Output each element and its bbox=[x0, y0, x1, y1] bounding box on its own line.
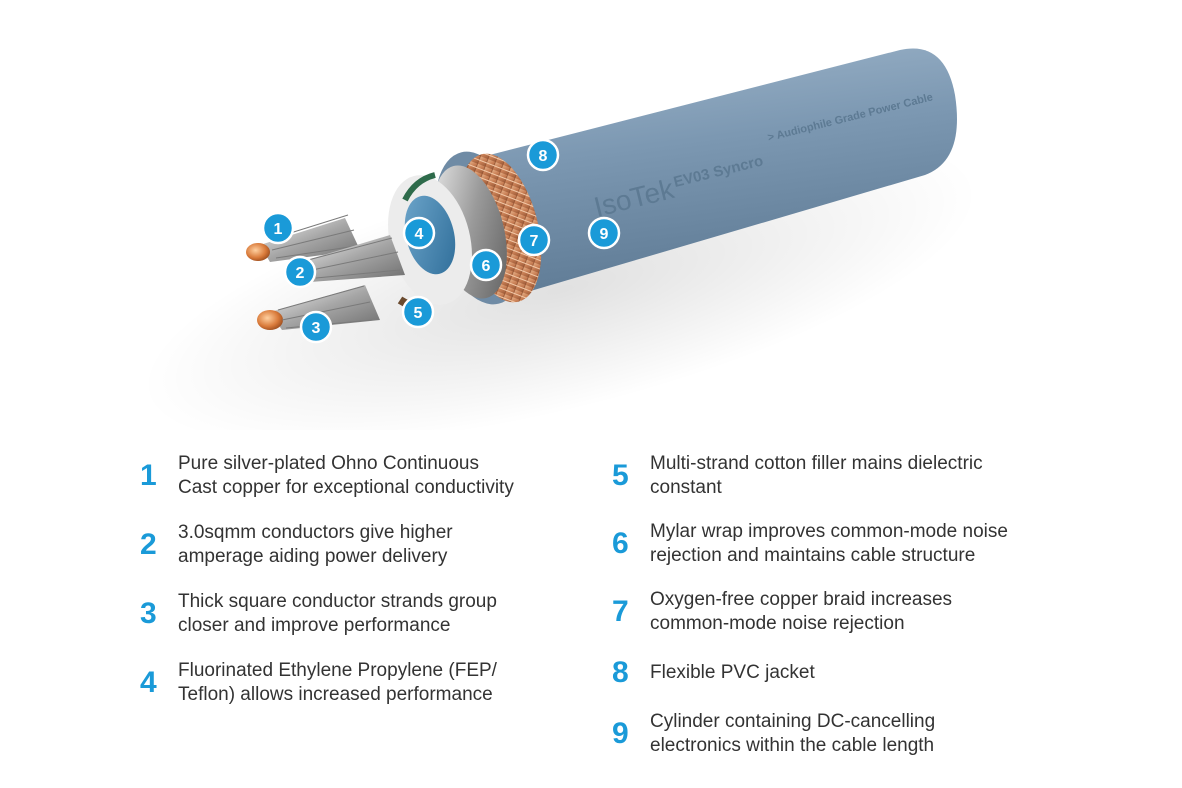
svg-text:2: 2 bbox=[296, 265, 305, 282]
legend-item-8: 8 Flexible PVC jacket bbox=[612, 656, 1072, 690]
svg-text:4: 4 bbox=[415, 226, 424, 243]
callout-7: 7 bbox=[517, 223, 551, 257]
legend-text: Thick square conductor strands group clo… bbox=[178, 591, 497, 636]
legend-item-9: 9 Cylinder containing DC-cancelling elec… bbox=[612, 710, 1072, 758]
legend-text: Mylar wrap improves common-mode noise re… bbox=[650, 521, 1008, 566]
legend-item-3: 3 Thick square conductor strands group c… bbox=[140, 590, 580, 638]
callout-2: 2 bbox=[283, 255, 317, 289]
conductor-1 bbox=[246, 214, 360, 262]
legend-number: 4 bbox=[140, 666, 157, 699]
svg-text:3: 3 bbox=[312, 320, 321, 337]
legend-item-1: 1 Pure silver-plated Ohno Continuous Cas… bbox=[140, 452, 580, 500]
svg-text:9: 9 bbox=[600, 226, 609, 243]
legend-item-6: 6 Mylar wrap improves common-mode noise … bbox=[612, 520, 1072, 568]
legend-number: 3 bbox=[140, 597, 157, 630]
legend-text: Oxygen-free copper braid increases commo… bbox=[650, 589, 953, 634]
legend-number: 7 bbox=[612, 595, 629, 628]
legend-text: Flexible PVC jacket bbox=[650, 662, 815, 683]
callout-1: 1 bbox=[261, 211, 295, 245]
svg-text:6: 6 bbox=[482, 258, 491, 275]
svg-text:8: 8 bbox=[539, 148, 548, 165]
svg-text:1: 1 bbox=[274, 221, 283, 238]
legend-item-4: 4 Fluorinated Ethylene Propylene (FEP/ T… bbox=[140, 659, 580, 707]
legend-number: 1 bbox=[140, 459, 157, 492]
legend-item-5: 5 Multi-strand cotton filler mains diele… bbox=[612, 452, 1072, 500]
legend-text: 3.0sqmm conductors give higher amperage … bbox=[178, 522, 453, 567]
callout-4: 4 bbox=[402, 216, 436, 250]
legend-number: 5 bbox=[612, 459, 629, 492]
svg-text:5: 5 bbox=[414, 305, 423, 322]
callout-8: 8 bbox=[526, 138, 560, 172]
callout-3: 3 bbox=[299, 310, 333, 344]
legend-text: Multi-strand cotton filler mains dielect… bbox=[650, 453, 983, 498]
svg-text:7: 7 bbox=[530, 233, 539, 250]
legend-number: 9 bbox=[612, 717, 629, 750]
cable-cutaway-illustration: IsoTek EV03 Syncro > Audiophile Grade Po… bbox=[141, 48, 979, 430]
legend-right-column: 5 Multi-strand cotton filler mains diele… bbox=[612, 452, 1072, 778]
legend-number: 2 bbox=[140, 528, 157, 561]
legend-text: Cylinder containing DC-cancelling electr… bbox=[650, 711, 936, 756]
callout-6: 6 bbox=[469, 248, 503, 282]
legend-item-7: 7 Oxygen-free copper braid increases com… bbox=[612, 588, 1072, 636]
callout-5: 5 bbox=[401, 295, 435, 329]
legend-text: Fluorinated Ethylene Propylene (FEP/ Tef… bbox=[178, 660, 497, 705]
callout-9: 9 bbox=[587, 216, 621, 250]
legend-item-2: 2 3.0sqmm conductors give higher amperag… bbox=[140, 521, 580, 569]
legend-number: 8 bbox=[612, 656, 629, 689]
legend-number: 6 bbox=[612, 527, 629, 560]
legend-text: Pure silver-plated Ohno Continuous Cast … bbox=[178, 453, 514, 498]
legend-left-column: 1 Pure silver-plated Ohno Continuous Cas… bbox=[140, 452, 580, 728]
